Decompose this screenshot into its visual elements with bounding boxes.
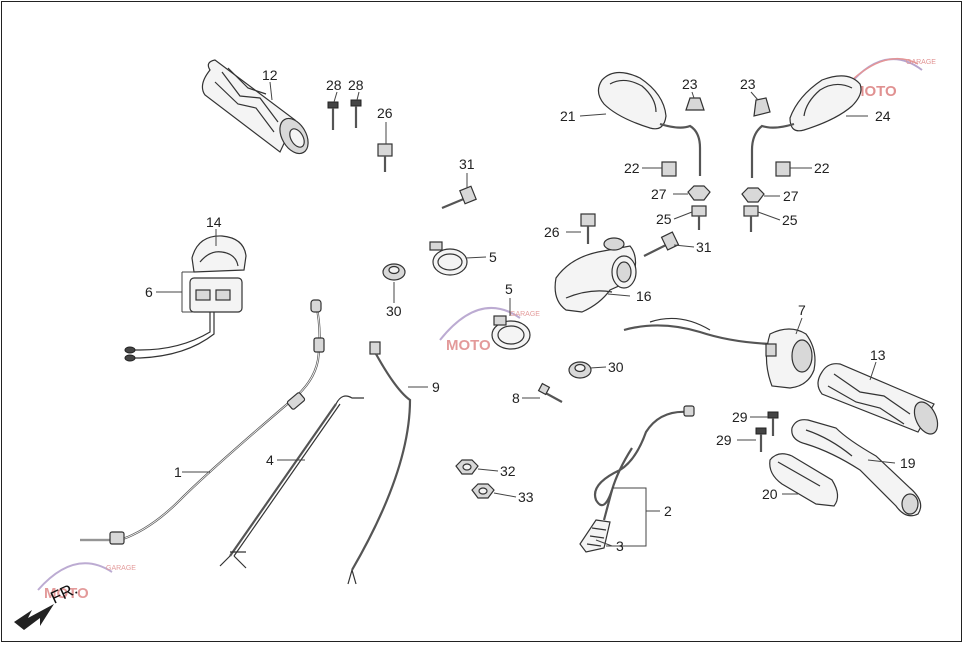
- switch-housing-right: [623, 317, 816, 389]
- callout-13: 13: [870, 347, 886, 363]
- front-label: FR.: [48, 579, 81, 608]
- watermark-text: MOTO: [446, 337, 491, 354]
- bolt-25-right: [743, 205, 759, 232]
- watermark-sub: GARAGE: [510, 311, 540, 318]
- callout-1: 1: [174, 464, 182, 480]
- front-arrow-icon: [14, 604, 54, 630]
- callout-19: 19: [900, 455, 916, 471]
- watermark-bottom-left: MOTO GARAGE: [37, 562, 136, 602]
- watermark-center: MOTO GARAGE: [439, 306, 540, 354]
- cable-4: [219, 395, 364, 569]
- callout-25-a: 25: [656, 211, 672, 227]
- callout-31-a: 31: [459, 156, 475, 172]
- callout-29-b: 29: [716, 432, 732, 448]
- callout-21: 21: [560, 108, 576, 124]
- watermark-sub: GARAGE: [106, 565, 136, 572]
- callout-8: 8: [512, 390, 520, 406]
- adapter-22-right: [775, 161, 791, 177]
- leader-lines: [156, 81, 896, 547]
- callout-30-b: 30: [608, 359, 624, 375]
- callout-22-b: 22: [814, 160, 830, 176]
- bolt-31-right: [643, 231, 680, 257]
- callout-2: 2: [664, 503, 672, 519]
- nut-33: [471, 483, 495, 499]
- switch-housing-left: [124, 235, 247, 362]
- callout-26-a: 26: [377, 105, 393, 121]
- callout-9: 9: [432, 379, 440, 395]
- left-grip: [201, 59, 309, 155]
- callout-22-a: 22: [624, 160, 640, 176]
- clamp-5-upper: [429, 241, 468, 276]
- callout-5-b: 5: [505, 281, 513, 297]
- lever-cover: [769, 453, 839, 507]
- callout-30-a: 30: [386, 303, 402, 319]
- master-cylinder-bracket: [554, 237, 637, 313]
- brake-cable: [593, 405, 695, 521]
- callout-26-b: 26: [544, 224, 560, 240]
- cable-boot-3: [579, 519, 611, 553]
- throttle-cable: [80, 299, 325, 545]
- clamp-5-lower: [491, 315, 531, 350]
- cable-9: [347, 341, 412, 585]
- callout-16: 16: [636, 288, 652, 304]
- nut-30-right: [568, 361, 592, 379]
- callout-29-a: 29: [732, 409, 748, 425]
- bolt-31-center: [441, 185, 477, 210]
- watermark-text: MOTO: [44, 585, 89, 602]
- callout-27-b: 27: [783, 188, 799, 204]
- watermark-sub: GARAGE: [906, 59, 936, 66]
- screw-29-upper: [767, 411, 779, 436]
- screw-pair-28: [327, 99, 362, 130]
- nut-27-left: [687, 185, 711, 201]
- pin-8: [537, 382, 563, 403]
- cap-23-right: [753, 97, 771, 117]
- callout-labels: 12 28 28 26 14 6 1 4 9 31 30 5 5 8 30 32…: [145, 67, 916, 554]
- right-grip: [817, 363, 939, 435]
- mirror-right: [750, 75, 862, 178]
- nut-30-left: [382, 263, 406, 281]
- callout-27-a: 27: [651, 186, 667, 202]
- bolt-26-center: [580, 213, 596, 244]
- callout-14: 14: [206, 214, 222, 230]
- callout-20: 20: [762, 486, 778, 502]
- callout-5-a: 5: [489, 249, 497, 265]
- callout-23-a: 23: [682, 76, 698, 92]
- screw-29-lower: [755, 427, 767, 452]
- callout-28-b: 28: [348, 77, 364, 93]
- callout-3: 3: [616, 538, 624, 554]
- callout-28-a: 28: [326, 77, 342, 93]
- watermark-top-right: MOTO GARAGE: [847, 57, 936, 100]
- callout-23-b: 23: [740, 76, 756, 92]
- adapter-22-left: [661, 161, 677, 177]
- bolt-26-top: [377, 143, 393, 172]
- callout-31-b: 31: [696, 239, 712, 255]
- nut-27-right: [741, 187, 765, 203]
- callout-25-b: 25: [782, 212, 798, 228]
- callout-12: 12: [262, 67, 278, 83]
- callout-4: 4: [266, 452, 274, 468]
- callout-32: 32: [500, 463, 516, 479]
- watermark-text: MOTO: [852, 83, 897, 100]
- brake-lever: [791, 419, 922, 517]
- callout-7: 7: [798, 302, 806, 318]
- callout-6: 6: [145, 284, 153, 300]
- nut-32: [455, 459, 479, 475]
- cap-23-left: [685, 97, 705, 111]
- mirror-left: [597, 71, 702, 176]
- bolt-25-left: [691, 205, 707, 230]
- callout-24: 24: [875, 108, 891, 124]
- callout-33: 33: [518, 489, 534, 505]
